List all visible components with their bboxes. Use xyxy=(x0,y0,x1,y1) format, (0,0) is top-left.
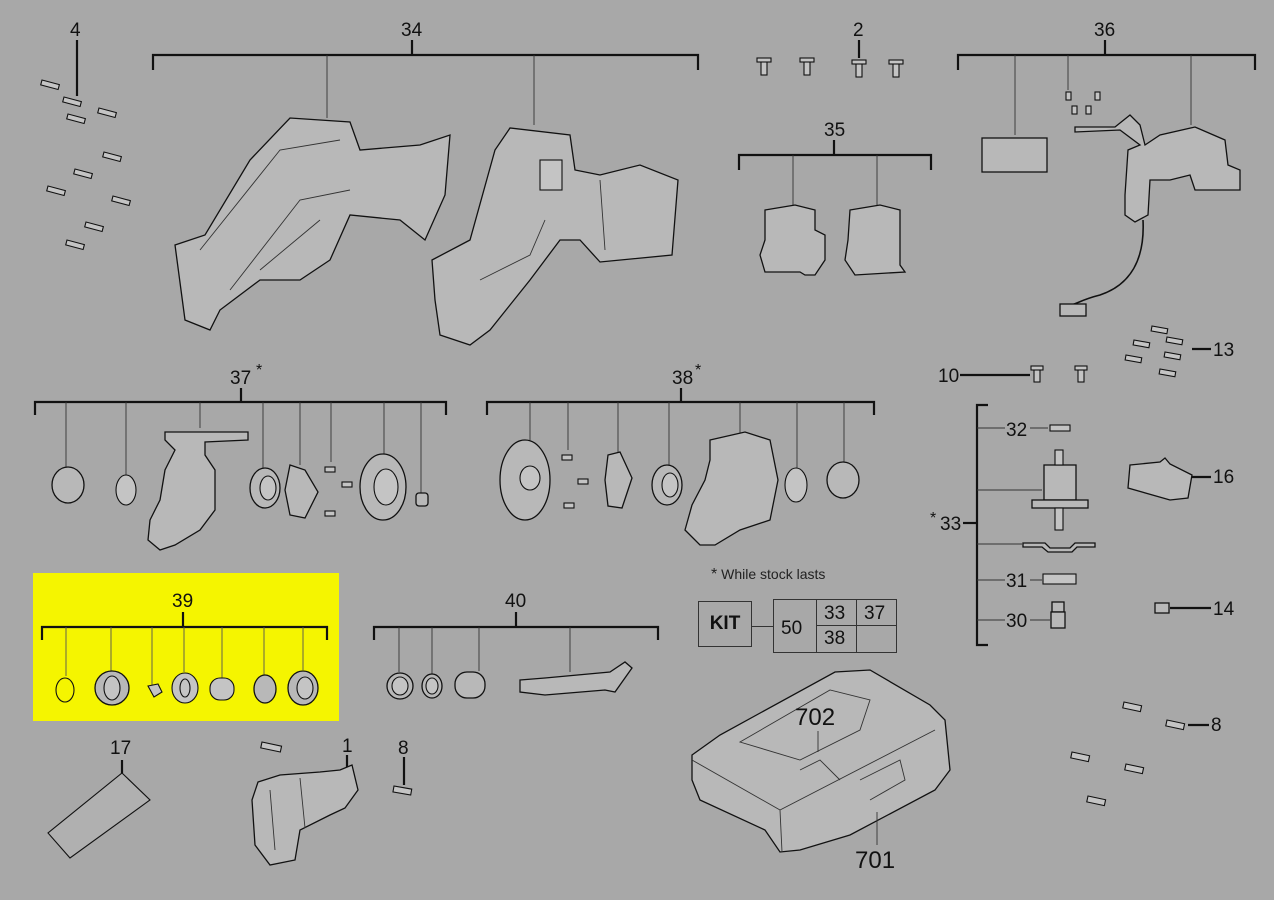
label-701: 701 xyxy=(855,847,896,874)
kit-item-37: 37 xyxy=(864,603,886,624)
blade-clamp-group-39 xyxy=(40,612,329,706)
screws-group-8-right xyxy=(1070,701,1209,807)
label-33-asterisk: * xyxy=(930,510,937,527)
kit-number: 50 xyxy=(781,618,803,639)
label-4: 4 xyxy=(70,20,81,41)
label-part-17 xyxy=(47,760,151,859)
gear-assembly-group-37 xyxy=(33,388,448,551)
kit-divider xyxy=(816,625,896,626)
label-30: 30 xyxy=(1006,611,1028,632)
label-38: 38 xyxy=(672,368,694,389)
shaft-group-40 xyxy=(372,612,660,700)
label-40: 40 xyxy=(505,591,527,612)
kit-item-33: 33 xyxy=(824,603,846,624)
label-2: 2 xyxy=(853,20,864,41)
carry-case-701 xyxy=(691,669,951,853)
gear-assembly-group-38 xyxy=(485,388,876,546)
screw-group-8-left xyxy=(392,757,413,796)
kit-label-box: KIT xyxy=(698,601,752,647)
footnote-marker: * xyxy=(711,566,718,583)
label-14: 14 xyxy=(1213,599,1235,620)
label-16: 16 xyxy=(1213,467,1235,488)
label-38-asterisk: * xyxy=(695,362,702,379)
label-31: 31 xyxy=(1006,571,1028,592)
screws-group-10 xyxy=(960,365,1088,383)
label-37: 37 xyxy=(230,368,252,389)
kit-divider xyxy=(816,600,817,652)
front-nose-part-1 xyxy=(251,741,359,866)
footnote: * While stock lasts xyxy=(711,566,825,584)
label-8-right: 8 xyxy=(1211,715,1222,736)
motors-group-35 xyxy=(737,140,933,276)
kit-item-38: 38 xyxy=(824,628,846,649)
label-8-left: 8 xyxy=(398,738,409,759)
label-10: 10 xyxy=(938,366,960,387)
label-36: 36 xyxy=(1094,20,1116,41)
label-32: 32 xyxy=(1006,420,1028,441)
motor-group-33 xyxy=(963,403,1096,647)
switch-group-36 xyxy=(956,40,1257,317)
label-17: 17 xyxy=(110,738,132,759)
screws-group-13 xyxy=(1124,325,1211,378)
kit-connector-line xyxy=(752,626,773,627)
kit-label: KIT xyxy=(709,613,741,634)
label-13: 13 xyxy=(1213,340,1235,361)
label-702: 702 xyxy=(795,704,836,731)
kit-contents-table: 50 33 37 38 xyxy=(773,599,897,653)
part-16 xyxy=(1127,457,1211,501)
label-33: 33 xyxy=(940,514,962,535)
footnote-text: While stock lasts xyxy=(721,566,826,582)
screws-group-2 xyxy=(756,40,904,78)
label-1: 1 xyxy=(342,736,353,757)
housing-group-34 xyxy=(151,40,700,346)
label-37-asterisk: * xyxy=(256,362,263,379)
label-39: 39 xyxy=(172,591,194,612)
label-34: 34 xyxy=(401,20,423,41)
label-35: 35 xyxy=(824,120,846,141)
part-14 xyxy=(1154,602,1211,614)
screws-group-4 xyxy=(40,40,132,251)
kit-divider xyxy=(856,600,857,652)
